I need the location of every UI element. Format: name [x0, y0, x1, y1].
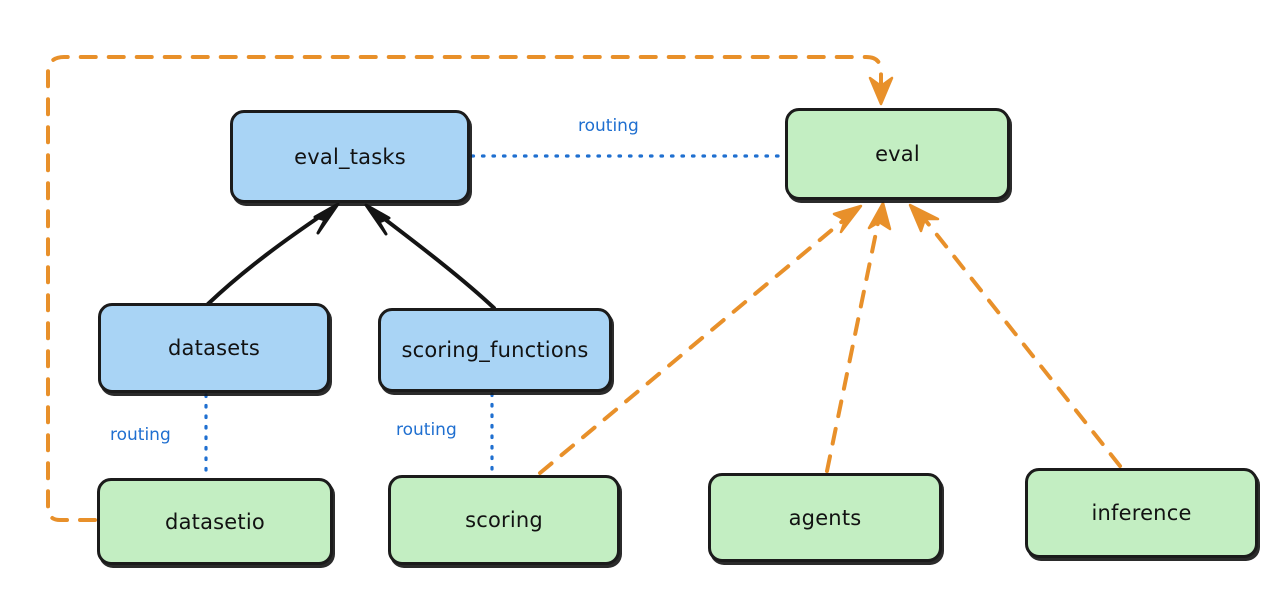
node-scoring-functions[interactable]: scoring_functions	[378, 308, 612, 392]
edge-datasetio-to-eval	[46, 55, 894, 522]
edge-inference-to-eval	[908, 203, 1122, 468]
node-label-agents: agents	[788, 505, 862, 530]
node-label-datasets: datasets	[168, 336, 260, 360]
node-eval-tasks[interactable]: eval_tasks	[230, 110, 470, 203]
edge-label-routing-datasets-datasetio: routing	[110, 425, 171, 445]
edge-label-routing-eval-tasks-eval: routing	[578, 116, 639, 136]
edge-datasets-to-eval-tasks	[206, 202, 340, 306]
edge-scoring-functions-to-eval-tasks	[364, 203, 496, 310]
node-label-datasetio: datasetio	[165, 509, 265, 534]
node-agents[interactable]: agents	[708, 473, 942, 562]
node-datasetio[interactable]: datasetio	[97, 478, 333, 565]
node-scoring[interactable]: scoring	[388, 475, 620, 565]
node-label-scoring-functions: scoring_functions	[401, 338, 589, 362]
node-label-scoring: scoring	[465, 508, 543, 532]
node-label-inference: inference	[1091, 501, 1192, 525]
edge-agents-to-eval	[825, 201, 892, 473]
edge-label-routing-scoring-functions-scoring: routing	[396, 420, 457, 440]
node-label-eval: eval	[875, 142, 920, 166]
node-label-eval-tasks: eval_tasks	[294, 144, 406, 169]
node-inference[interactable]: inference	[1025, 468, 1258, 558]
node-datasets[interactable]: datasets	[98, 303, 330, 393]
edge-scoring-to-eval	[538, 204, 863, 475]
node-eval[interactable]: eval	[785, 108, 1010, 200]
